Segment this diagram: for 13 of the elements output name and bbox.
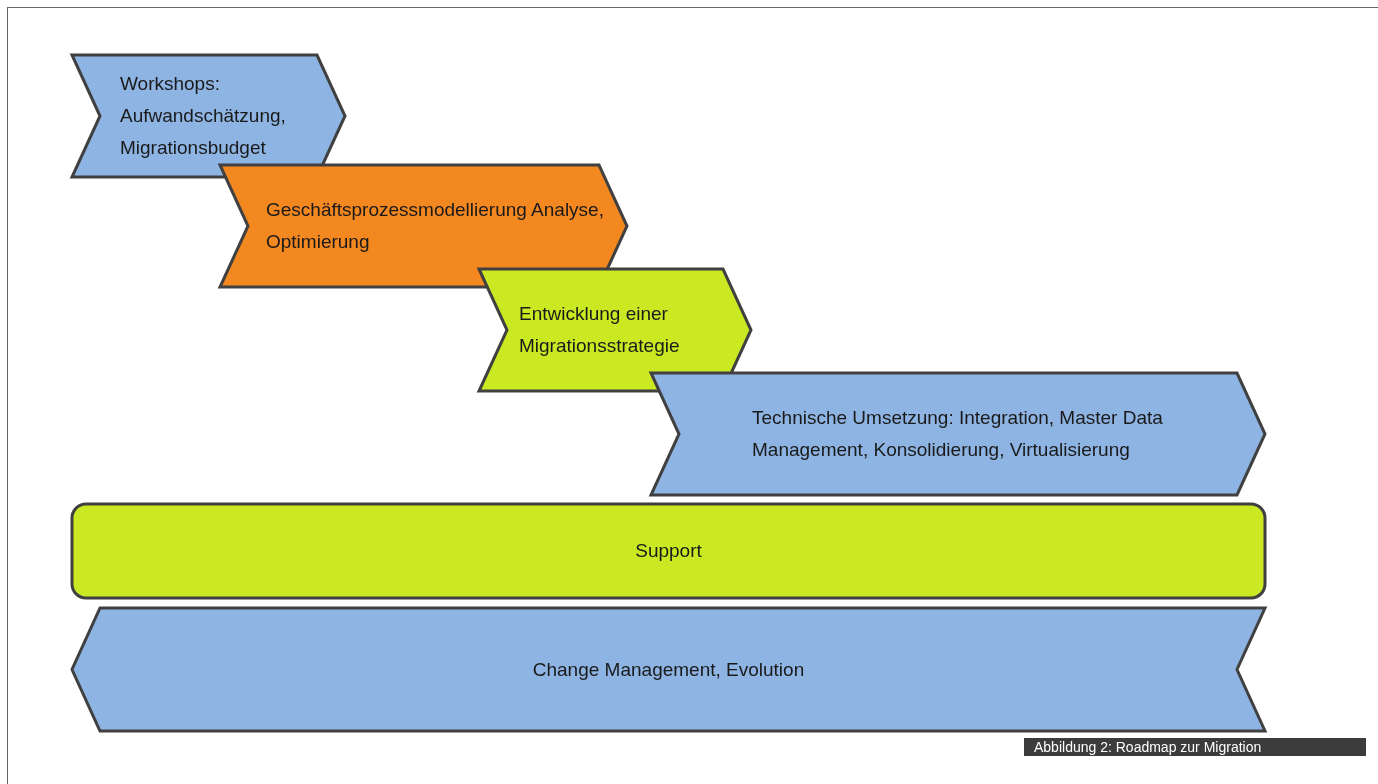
node-label: Technische Umsetzung: Integration, Master Data Management, Konsolidierung, Virtualisierung — [752, 407, 1163, 460]
arrow-band — [72, 608, 1265, 731]
node-label: Entwicklung einer Migrationsstrategie — [519, 303, 680, 356]
node-label: Support — [635, 540, 702, 561]
node-label: Geschäftsprozessmodellierung Analyse, Optimierung — [266, 199, 604, 252]
node-label: Change Management, Evolution — [532, 658, 805, 680]
chevron-shape — [479, 269, 751, 391]
chevron-shape — [220, 165, 627, 287]
chevron-shape — [651, 373, 1265, 495]
rounded-band — [72, 504, 1265, 598]
chevron-shape — [72, 55, 345, 177]
node-label: Workshops: Aufwandschätzung, Migrationsbudget — [120, 73, 286, 158]
figure-caption: Abbildung 2: Roadmap zur Migration — [1024, 738, 1366, 756]
